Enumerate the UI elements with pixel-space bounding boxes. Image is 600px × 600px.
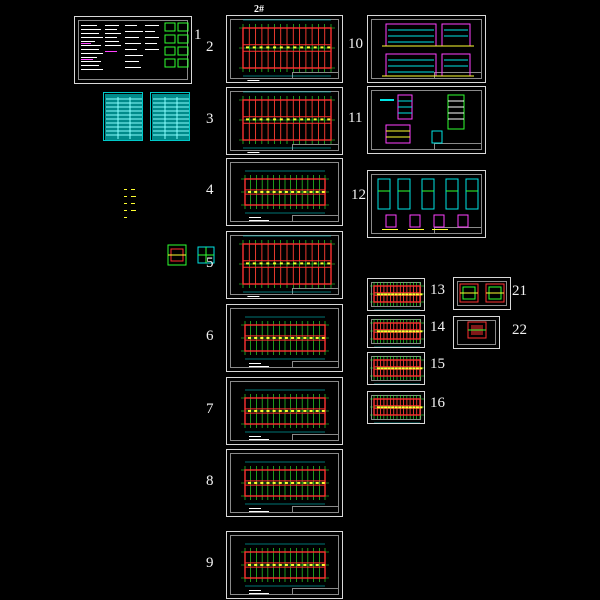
sheet-8[interactable] xyxy=(226,449,343,517)
stray-annotation-marks xyxy=(124,189,136,218)
floor-plan-drawing xyxy=(370,282,424,310)
sheet-number-7: 7 xyxy=(206,401,214,417)
sheet-22[interactable] xyxy=(453,316,500,349)
sheet-10-elevations xyxy=(382,23,474,77)
floor-plan-drawing xyxy=(370,319,424,347)
sheet-number-12: 12 xyxy=(351,187,366,203)
sheet-1[interactable] xyxy=(74,16,192,84)
sheet-number-4: 4 xyxy=(206,182,214,198)
drawing-caption: 2# xyxy=(254,4,264,15)
sheet-21-details xyxy=(459,283,505,303)
sheet-13[interactable] xyxy=(367,278,425,311)
sheet-22-detail xyxy=(467,321,487,339)
sheet-number-11: 11 xyxy=(348,110,363,126)
sheet-21[interactable] xyxy=(453,277,511,310)
sheet-number-13: 13 xyxy=(430,282,445,298)
floor-plan-drawing xyxy=(370,356,424,384)
sheet-9[interactable] xyxy=(226,531,343,599)
sheet-14[interactable] xyxy=(367,315,425,348)
sheet-number-5: 5 xyxy=(206,255,214,271)
sheet-12-details xyxy=(377,178,479,230)
table-sheet-a[interactable] xyxy=(103,92,143,141)
sheet-number-14: 14 xyxy=(430,319,445,335)
table-sheet-b[interactable] xyxy=(150,92,190,141)
sheet-number-21: 21 xyxy=(512,283,527,299)
sheet-number-1: 1 xyxy=(194,27,202,43)
sheet-2[interactable] xyxy=(226,15,343,83)
floor-plan-drawing xyxy=(239,91,335,153)
sheet-number-2: 2 xyxy=(206,39,214,55)
sheet-7[interactable] xyxy=(226,377,343,445)
sheet-number-16: 16 xyxy=(430,395,445,411)
sheet-12[interactable] xyxy=(367,170,486,238)
table-sheet-a-grid xyxy=(105,94,142,140)
sheet-number-15: 15 xyxy=(430,356,445,372)
sheet-11[interactable] xyxy=(367,86,486,154)
floor-plan-drawing xyxy=(241,543,329,594)
sheet-4[interactable] xyxy=(226,158,343,226)
sheet-16[interactable] xyxy=(367,391,425,424)
floor-plan-drawing xyxy=(239,235,335,297)
sheet-number-8: 8 xyxy=(206,473,214,489)
sheet-5[interactable] xyxy=(226,231,343,299)
sheet-number-9: 9 xyxy=(206,555,214,571)
floor-plan-drawing xyxy=(241,316,329,367)
floor-plan-drawing xyxy=(370,395,424,423)
sheet-number-3: 3 xyxy=(206,111,214,127)
table-sheet-b-grid xyxy=(152,94,189,140)
floor-plan-drawing xyxy=(239,19,335,81)
sheet-3[interactable] xyxy=(226,87,343,155)
sheet-10[interactable] xyxy=(367,15,486,83)
floor-plan-drawing xyxy=(241,170,329,221)
floor-plan-drawing xyxy=(241,461,329,512)
detail-blocks xyxy=(167,244,215,266)
sheet-6[interactable] xyxy=(226,304,343,372)
sheet-15[interactable] xyxy=(367,352,425,385)
sheet-1-notes xyxy=(81,22,189,70)
sheet-number-6: 6 xyxy=(206,328,214,344)
sheet-number-22: 22 xyxy=(512,322,527,338)
sheet-11-sections xyxy=(380,94,465,144)
sheet-number-10: 10 xyxy=(348,36,363,52)
floor-plan-drawing xyxy=(241,389,329,440)
